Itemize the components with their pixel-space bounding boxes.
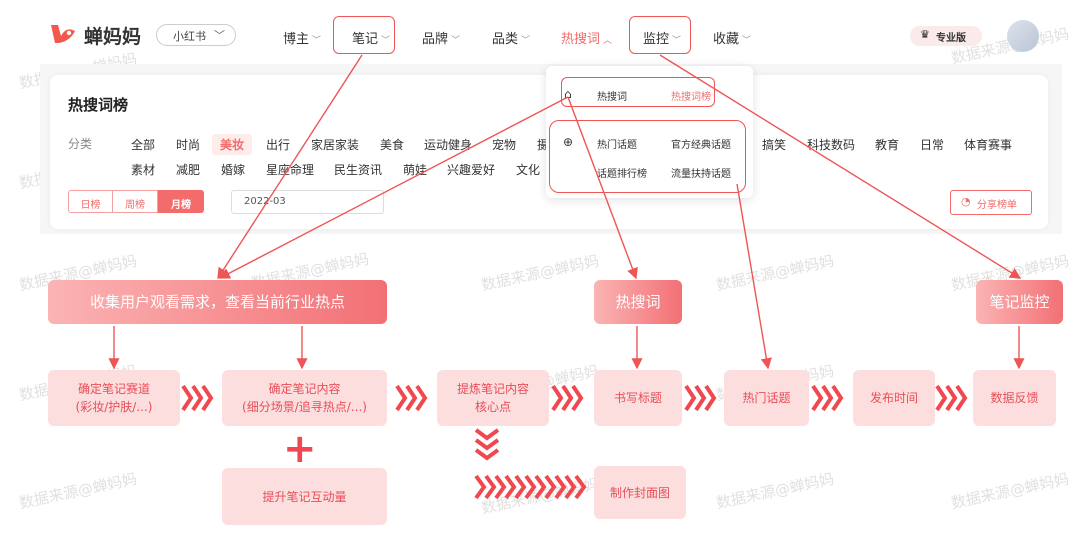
annotation-arrows — [0, 0, 1080, 539]
